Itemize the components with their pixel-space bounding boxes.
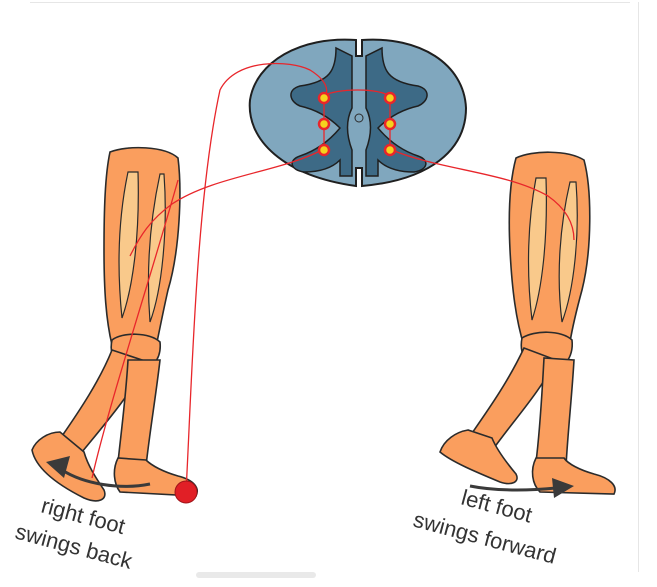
central-canal — [355, 114, 363, 122]
neuron-right-bot — [385, 145, 395, 155]
spinal-cord-section — [250, 40, 466, 186]
left-thigh — [509, 152, 590, 346]
left-leg-figure — [440, 152, 615, 494]
neuron-left-top — [319, 93, 329, 103]
neuron-right-mid — [385, 119, 395, 129]
caption-left-foot-line2: swings forward — [411, 507, 559, 569]
neuron-left-mid — [319, 119, 329, 129]
stimulus-point — [175, 481, 197, 503]
right-foot-back — [32, 432, 105, 501]
left-foot-front — [440, 430, 517, 484]
spinal-cord-outer — [250, 40, 466, 186]
neuron-left-bot — [319, 145, 329, 155]
neuron-right-top — [385, 93, 395, 103]
right-thigh — [104, 148, 180, 345]
